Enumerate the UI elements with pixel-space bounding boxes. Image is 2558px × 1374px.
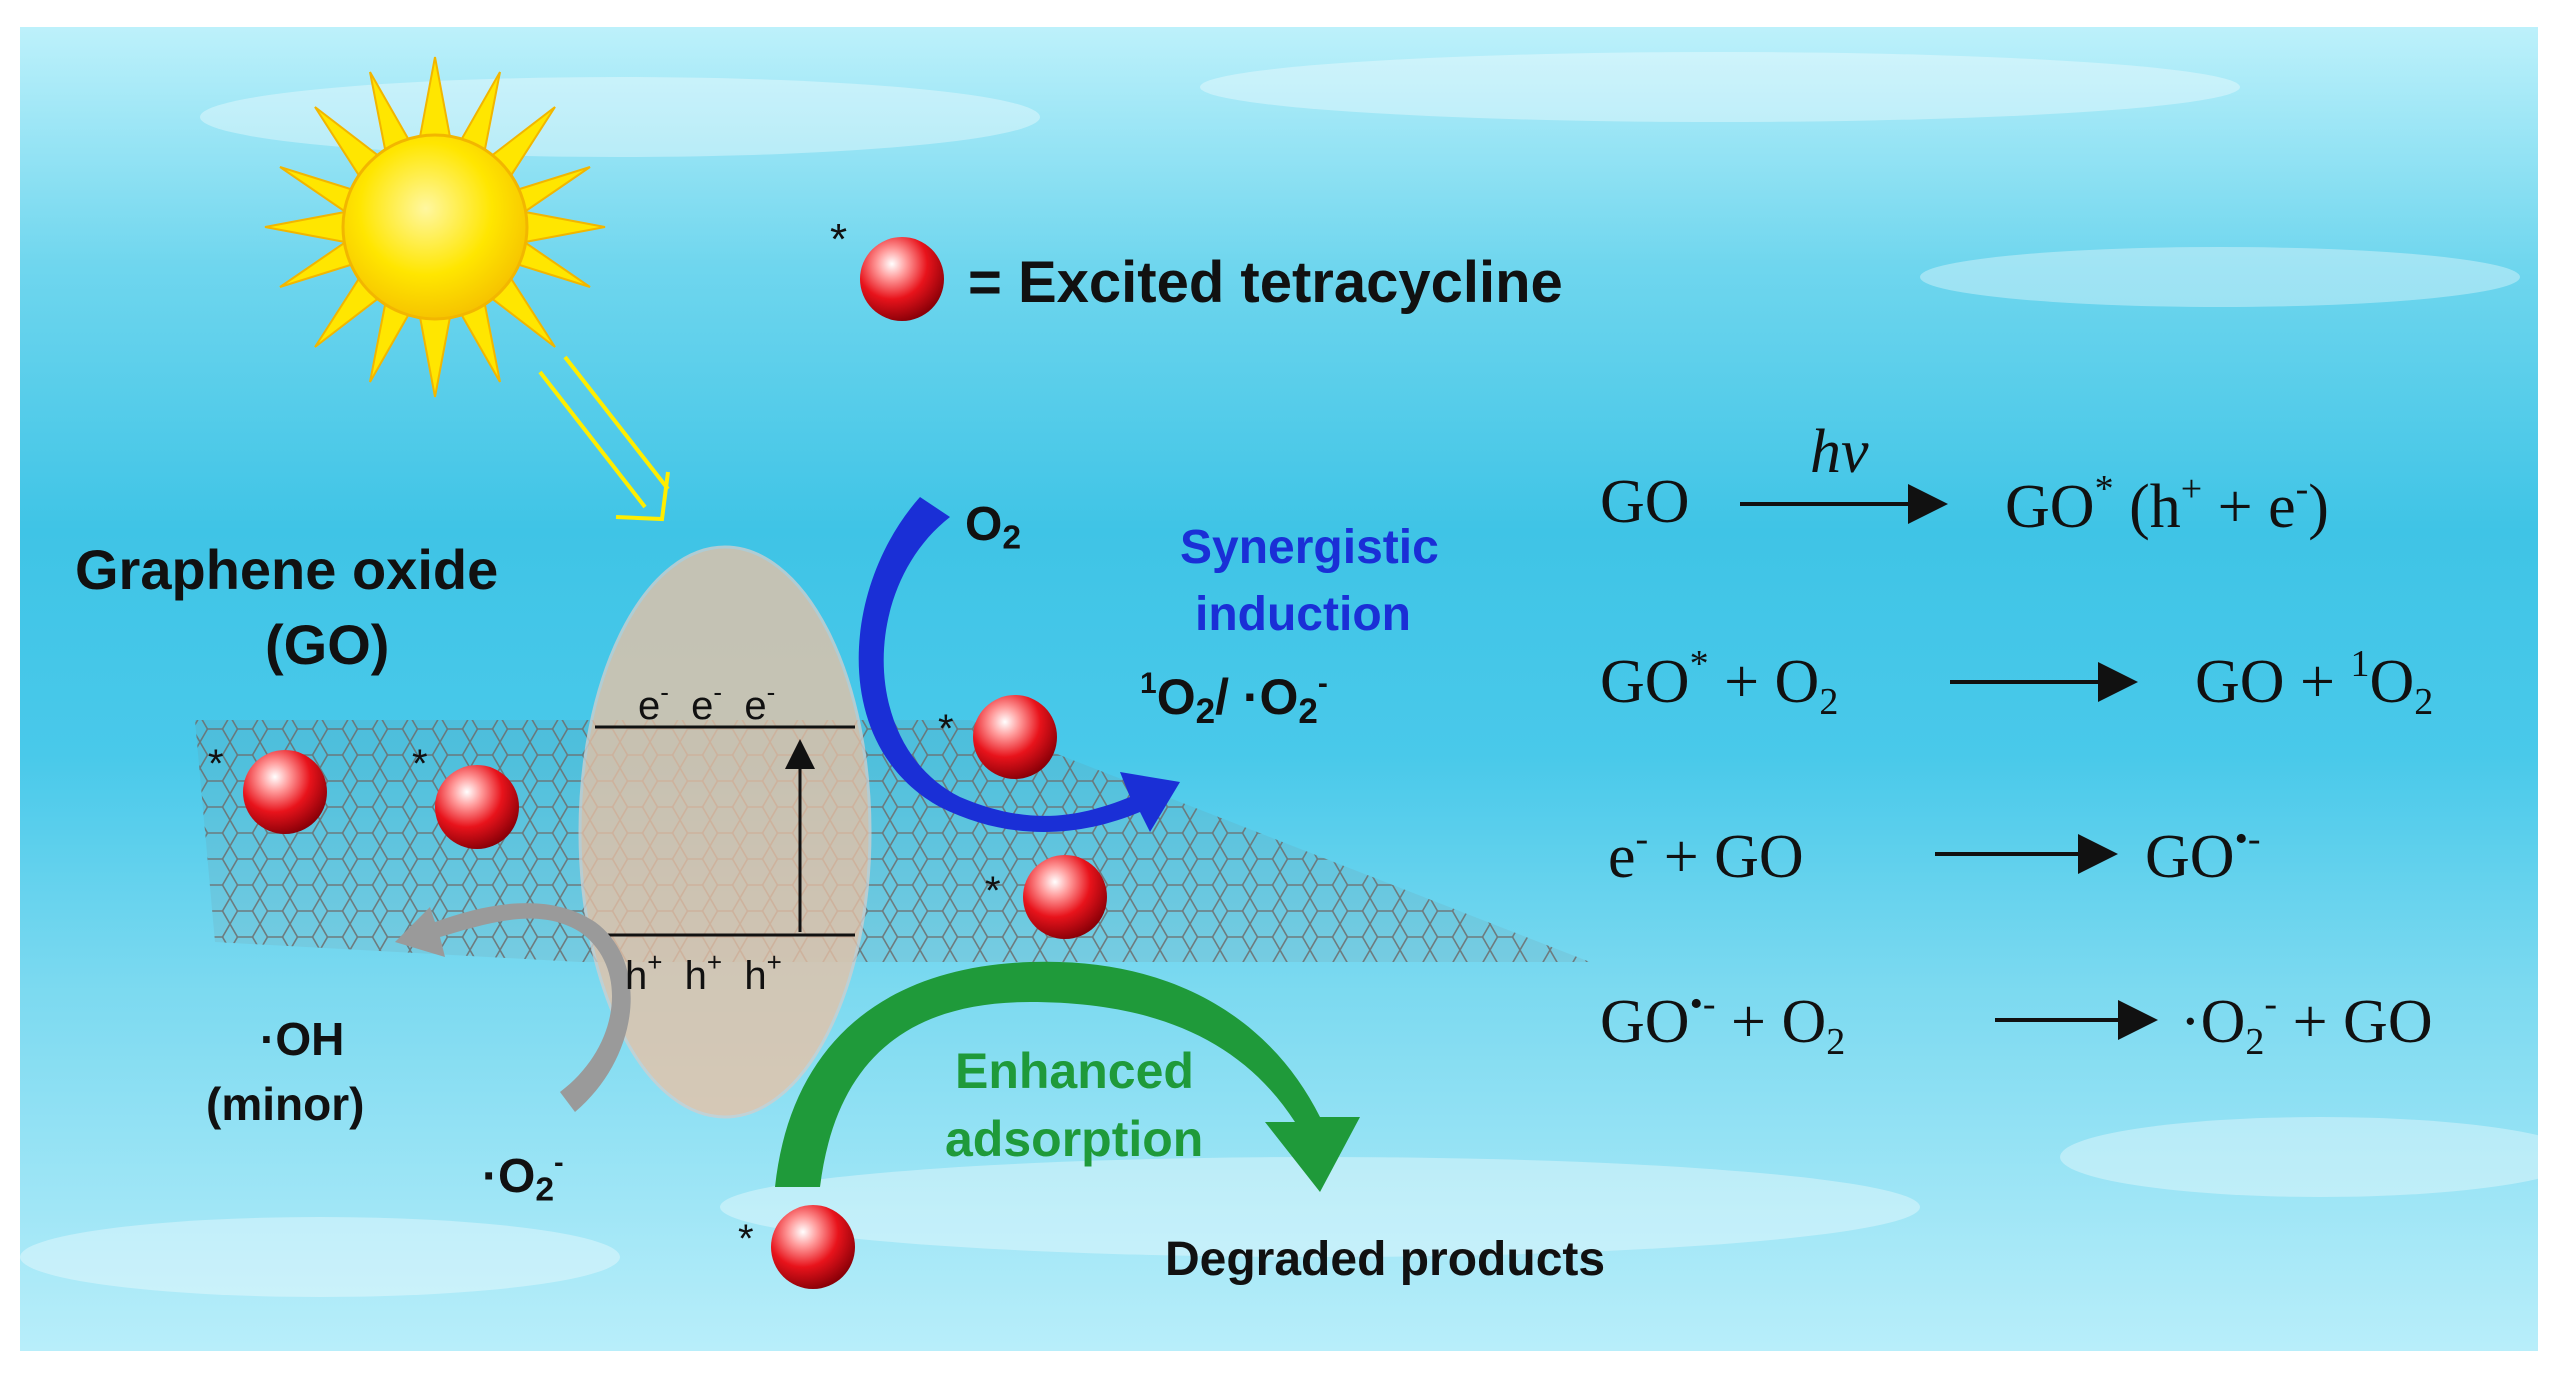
equation-1-right: GO* (h+ + e-) (2005, 468, 2329, 541)
blue-curved-arrow (858, 497, 1180, 832)
excited-asterisk: * (412, 742, 428, 786)
band-gap-ellipse (578, 545, 872, 1119)
excited-asterisk: * (985, 869, 1001, 913)
grey-curved-arrow (395, 903, 631, 1112)
sun-icon (264, 56, 606, 398)
tetracycline-sphere (771, 1205, 855, 1289)
electron-row: e- e- e- (638, 677, 776, 728)
graphene-oxide-label: Graphene oxide (75, 538, 499, 601)
green-curved-arrow (775, 961, 1360, 1192)
superoxide-label: ·O2- (482, 1147, 564, 1209)
tetracycline-sphere (973, 695, 1057, 779)
tetracycline-sphere (243, 750, 327, 834)
excited-asterisk: * (208, 742, 224, 786)
diagram-canvas: * = Excited tetracycline Graphene oxide … (20, 27, 2538, 1351)
diagram-graphics (20, 52, 2538, 1297)
light-arrow (538, 355, 670, 522)
induction-label: induction (1195, 588, 1411, 641)
tetracycline-sphere (435, 765, 519, 849)
adsorption-label: adsorption (945, 1111, 1204, 1167)
oxygen-label: O2 (965, 498, 1022, 557)
equation-2-right: GO + 1O2 (2195, 643, 2434, 723)
legend-asterisk: * (830, 215, 848, 264)
excited-asterisk: * (738, 1217, 754, 1261)
enhanced-label: Enhanced (955, 1043, 1194, 1099)
excited-asterisk: * (938, 707, 954, 751)
legend-sphere (860, 237, 944, 321)
hole-row: h+ h+ h+ (625, 947, 782, 998)
graphene-sheet (195, 720, 1590, 962)
equation-1-over: hv (1810, 418, 1869, 486)
synergistic-label: Synergistic (1180, 521, 1439, 574)
degraded-products-label: Degraded products (1165, 1233, 1606, 1286)
equation-4-left: GO•- + O2 (1600, 983, 1846, 1063)
equation-3-left: e- + GO (1608, 818, 1804, 891)
hydroxyl-minor-label: (minor) (206, 1078, 365, 1130)
equation-3-right: GO•- (2145, 818, 2261, 891)
hydroxyl-label: ·OH (260, 1013, 345, 1065)
legend-text: = Excited tetracycline (968, 250, 1563, 315)
equation-arrows (1740, 484, 2158, 1040)
tetracycline-sphere (1023, 855, 1107, 939)
equation-4-right: ·O2- + GO (2180, 983, 2433, 1063)
go-abbrev-label: (GO) (265, 613, 390, 676)
singlet-oxygen-label: 1O2/ ·O2- (1140, 667, 1328, 731)
equation-1-left: GO (1600, 468, 1690, 536)
equation-2-left: GO* + O2 (1600, 643, 1839, 723)
